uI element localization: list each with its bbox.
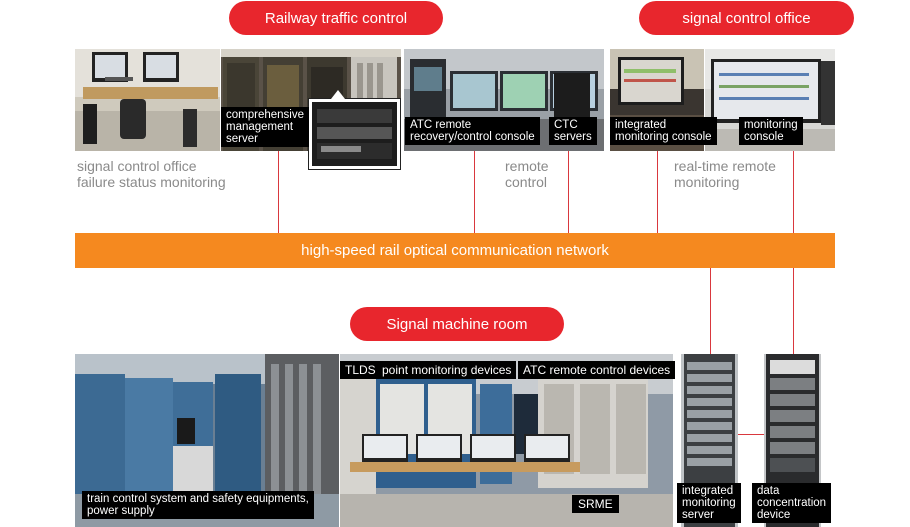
connector-line [793,268,794,356]
signal-machine-room-header: Signal machine room [350,307,564,341]
signal-control-office-header: signal control office [639,1,854,35]
integrated-server-label: integrated monitoring server [677,483,741,523]
connector-line [474,151,475,233]
srme-label: SRME [572,495,619,513]
signal-office-failure-caption: signal control office failure status mon… [77,158,226,190]
atc-remote-control-label: ATC remote control devices [518,361,676,379]
ctc-servers-label: CTC servers [549,117,597,145]
connector-line [738,434,765,435]
connector-line [793,151,794,233]
optical-network-band: high-speed rail optical communication ne… [75,233,835,268]
comprehensive-server-label: comprehensive management server [221,107,309,147]
machine-room-photo [340,354,673,527]
realtime-monitoring-caption: real-time remote monitoring [674,158,776,190]
remote-control-caption: remote control [505,158,549,190]
tlds-label: TLDS [340,361,381,379]
integrated-console-label: integrated monitoring console [610,117,717,145]
connector-line [568,151,569,233]
train-control-label: train control system and safety equipmen… [82,491,314,519]
inset-pointer [331,90,345,99]
data-concentration-label: data concentration device [752,483,832,523]
office-desks-photo [75,49,220,151]
monitoring-console-label: monitoring console [739,117,803,145]
connector-line [278,151,279,233]
server-detail-inset-photo [308,98,401,170]
connector-line [710,268,711,356]
railway-traffic-control-header: Railway traffic control [229,1,443,35]
atc-remote-label: ATC remote recovery/control console [405,117,540,145]
connector-line [657,151,658,233]
point-monitoring-label: point monitoring devices [377,361,517,379]
